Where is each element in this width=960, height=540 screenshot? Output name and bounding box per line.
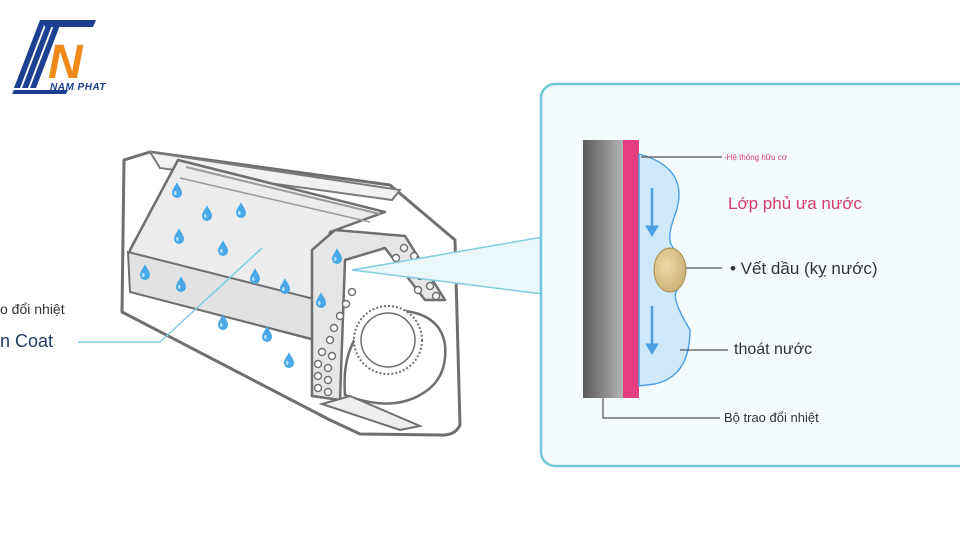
label-hydrophilic-layer: Lớp phủ ưa nước bbox=[728, 194, 862, 213]
label-coating-partial: n Coat bbox=[0, 331, 53, 351]
logo: N NAM PHAT bbox=[12, 20, 106, 94]
drain-arrow-icon bbox=[645, 188, 659, 355]
label-heat-exchanger-partial: o đổi nhiệt bbox=[0, 301, 65, 317]
label-oil-stain: • Vết dầu (kỵ nước) bbox=[730, 259, 878, 278]
logo-letter: N bbox=[48, 36, 84, 89]
callout-line-heat-exchanger bbox=[602, 398, 720, 419]
oil-stain bbox=[653, 247, 687, 293]
label-organic-system: -Hệ thống hữu cơ bbox=[724, 153, 788, 162]
fan bbox=[343, 305, 447, 405]
label-drainage: thoát nước bbox=[734, 341, 812, 358]
hydrophilic-layer-bar bbox=[623, 140, 639, 398]
logo-icon: N bbox=[12, 20, 96, 94]
detail-panel: -Hệ thống hữu cơ Lớp phủ ưa nước • Vết d… bbox=[539, 82, 960, 468]
logo-text: NAM PHAT bbox=[50, 82, 106, 93]
ac-unit-illustration bbox=[120, 150, 462, 437]
louver bbox=[318, 394, 424, 432]
leader-line-coating bbox=[78, 247, 263, 343]
heat-exchanger-bar bbox=[583, 140, 623, 398]
label-heat-exchanger: Bộ trao đổi nhiệt bbox=[724, 410, 819, 425]
